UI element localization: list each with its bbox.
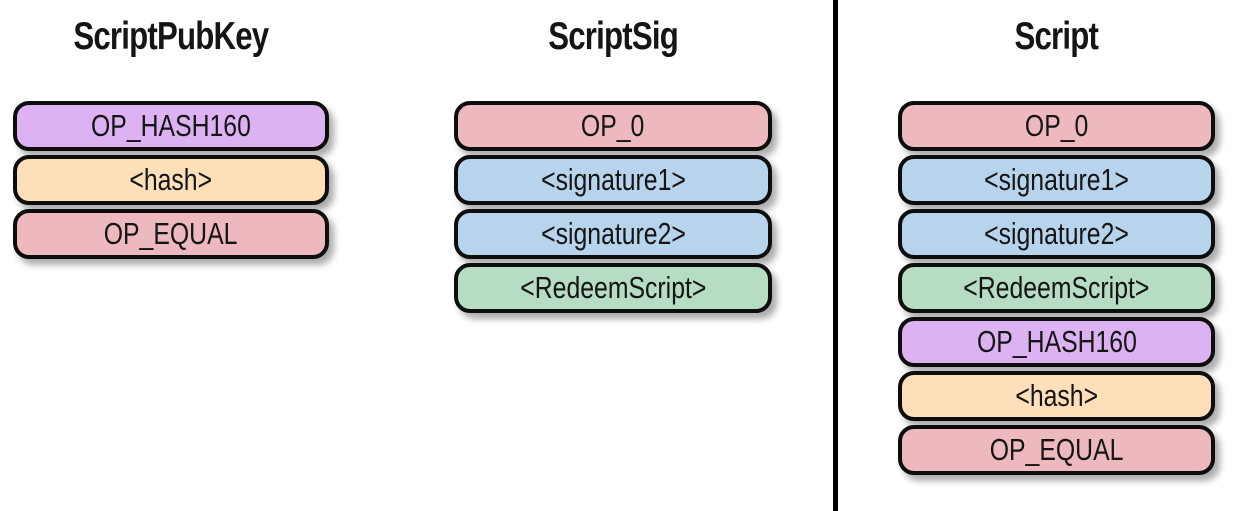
- divider-line: [833, 0, 838, 511]
- script-box-label: OP_EQUAL: [104, 215, 238, 251]
- script-box-label: <RedeemScript>: [519, 269, 707, 305]
- scriptpubkey-box-stack: OP_HASH160 <hash> OP_EQUAL: [13, 101, 329, 259]
- script-box: <RedeemScript>: [454, 263, 772, 313]
- script-box-label: OP_0: [581, 107, 645, 143]
- script-box-label: OP_EQUAL: [989, 431, 1124, 467]
- column-title-text: Script: [1014, 15, 1099, 58]
- script-box-label: <RedeemScript>: [963, 269, 1150, 305]
- script-box: <signature2>: [898, 209, 1215, 259]
- script-box-label: <hash>: [129, 161, 213, 197]
- script-box: OP_EQUAL: [898, 425, 1215, 475]
- script-box-label: <signature2>: [540, 215, 686, 251]
- script-box: OP_0: [454, 101, 772, 151]
- script-box: <signature1>: [898, 155, 1215, 205]
- script-box-label: <signature1>: [540, 161, 686, 197]
- script-box-label: OP_0: [1024, 107, 1089, 143]
- script-box: OP_EQUAL: [13, 209, 329, 259]
- script-box: OP_HASH160: [13, 101, 329, 151]
- script-box: <signature2>: [454, 209, 772, 259]
- script-box-label: OP_HASH160: [976, 323, 1137, 359]
- script-box: OP_0: [898, 101, 1215, 151]
- script-box: <hash>: [898, 371, 1215, 421]
- script-box-stack: OP_0 <signature1> <signature2> <RedeemScrip…: [898, 101, 1215, 475]
- column-title-text: ScriptSig: [548, 15, 679, 58]
- script-box: <signature1>: [454, 155, 772, 205]
- script-box-label: <hash>: [1015, 377, 1098, 413]
- column-title-script: Script: [898, 13, 1215, 61]
- script-box-label: <signature2>: [984, 215, 1129, 251]
- column-title-scriptsig: ScriptSig: [454, 13, 772, 61]
- script-box: <RedeemScript>: [898, 263, 1215, 313]
- scriptsig-box-stack: OP_0 <signature1> <signature2> <RedeemScrip…: [454, 101, 772, 313]
- script-box-label: OP_HASH160: [91, 107, 251, 143]
- script-box: <hash>: [13, 155, 329, 205]
- column-title-text: ScriptPubKey: [73, 15, 269, 58]
- script-box: OP_HASH160: [898, 317, 1215, 367]
- column-title-scriptpubkey: ScriptPubKey: [13, 13, 329, 61]
- script-box-label: <signature1>: [984, 161, 1129, 197]
